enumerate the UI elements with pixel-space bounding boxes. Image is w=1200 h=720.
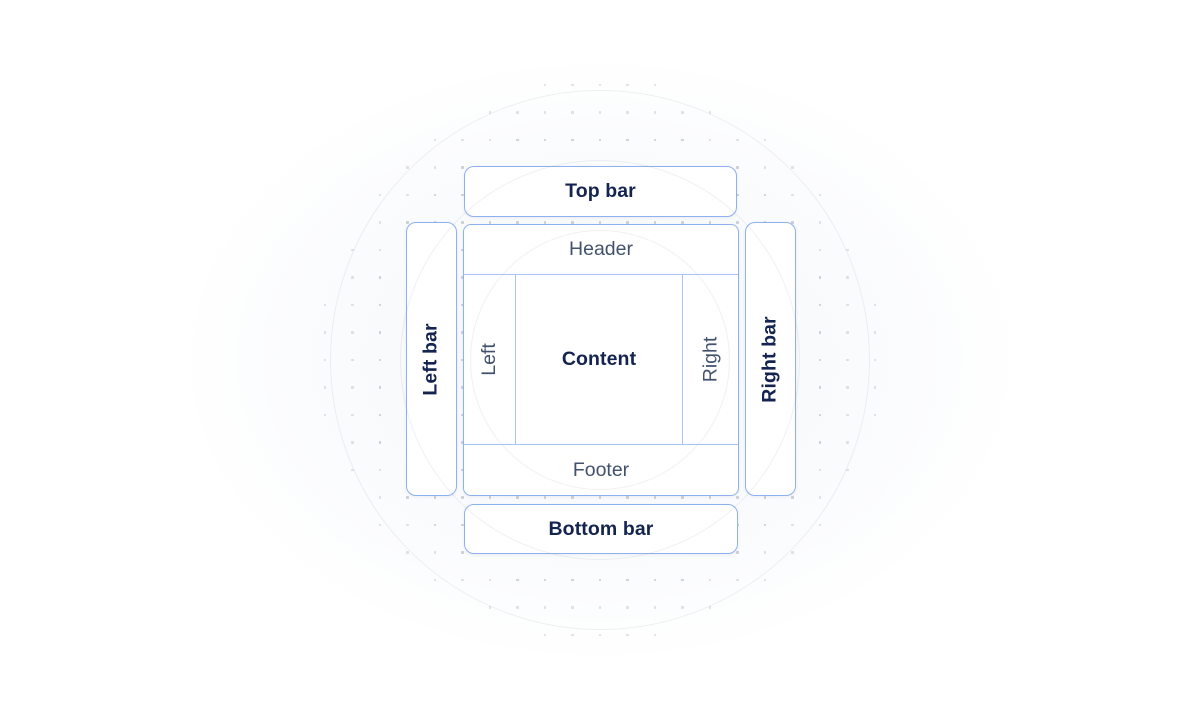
middle-row: Left Content Right: [464, 275, 738, 444]
left-bar-label: Left bar: [420, 322, 442, 396]
bottom-bar-box: Bottom bar: [464, 504, 738, 554]
bottom-bar-label: Bottom bar: [548, 517, 654, 540]
content-label: Content: [561, 348, 637, 370]
header-section: Header: [464, 225, 738, 275]
top-bar-label: Top bar: [565, 180, 636, 202]
right-section-label: Right: [699, 336, 721, 383]
top-bar-box: Top bar: [464, 166, 737, 217]
left-section-label: Left: [478, 343, 500, 376]
right-section: Right: [682, 275, 738, 444]
content-section: Content: [516, 275, 682, 444]
header-label: Header: [569, 238, 633, 260]
main-layout-box: Header Left Content Right Footer: [463, 224, 739, 496]
right-bar-box: Right bar: [745, 222, 796, 496]
left-section: Left: [464, 275, 516, 444]
footer-section: Footer: [464, 444, 738, 495]
left-bar-box: Left bar: [406, 222, 457, 496]
footer-label: Footer: [572, 458, 630, 481]
right-bar-label: Right bar: [759, 315, 782, 403]
